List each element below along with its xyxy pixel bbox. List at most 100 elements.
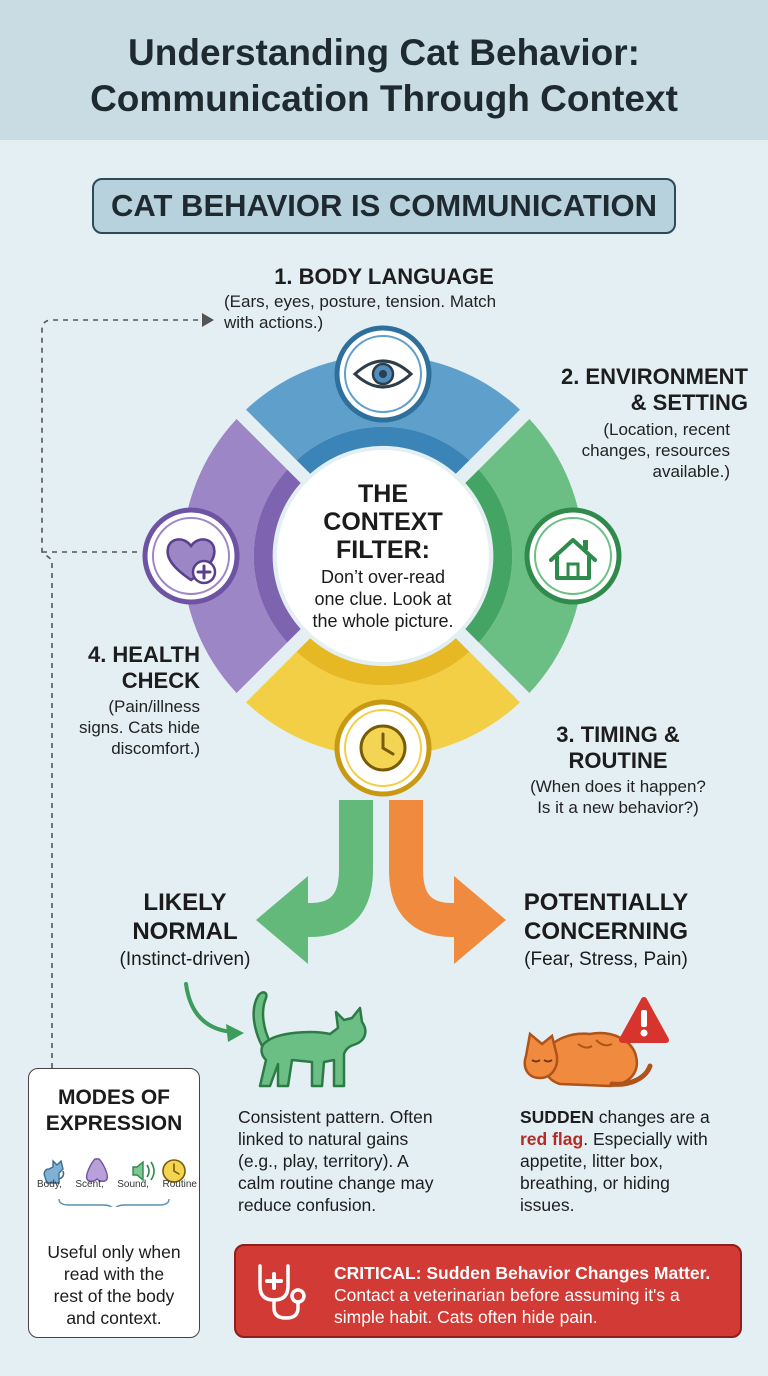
page-title-line-1: Understanding Cat Behavior: [128,32,640,73]
potentially-concerning-title-line-2: CONCERNING [523,918,688,945]
context-filter-title-line-2: CONTEXT [323,508,443,536]
warning-icon [619,997,669,1043]
potentially-concerning-text-line-5: issues. [520,1195,575,1215]
mode-label-body: Body, [37,1179,62,1190]
modes-labels: Body, Scent, Sound, Routine [37,1179,197,1191]
environment-desc-line-2: changes, resources [581,441,730,460]
critical-text: CRITICAL: Sudden Behavior Changes Matter… [334,1262,738,1328]
timing-title: 3. TIMING & ROUTINE [508,722,728,774]
likely-normal-text-line-2: linked to natural gains [238,1129,409,1149]
body-language-title: 1. BODY LANGUAGE [274,264,494,289]
mode-label-scent: Scent, [75,1179,104,1190]
arrow-likely-normal [300,800,373,937]
context-filter-title-line-3: FILTER: [336,536,430,564]
modes-text-line-3: rest of the body [53,1286,175,1306]
potentially-concerning-text-line-2: red flag. Especially with [520,1128,748,1150]
modes-brace [58,1198,170,1207]
mode-label-sound: Sound, [117,1179,149,1190]
health-check-title: 4. HEALTH CHECK [60,642,200,694]
likely-normal-subtitle: (Instinct-driven) [119,949,251,970]
context-filter-description: Don’t over-read one clue. Look at the wh… [283,566,483,632]
header: Understanding Cat Behavior: Communicatio… [0,0,768,140]
routine-clock-icon [162,1159,186,1183]
timing-title-line-2: ROUTINE [568,748,668,773]
page-title: Understanding Cat Behavior: Communicatio… [0,30,768,122]
modes-of-expression-card: MODES OF EXPRESSION Body, Scent, Sound, … [28,1068,200,1338]
house-icon [524,507,622,605]
arrow-potentially-concerning-head [454,876,506,964]
modes-icons [43,1158,186,1207]
health-check-desc-line-3: discomfort.) [111,739,200,758]
timing-desc-line-1: (When does it happen? [530,777,706,796]
health-check-label: 4. HEALTH CHECK (Pain/illness signs. Cat… [60,642,200,759]
timing-label: 3. TIMING & ROUTINE (When does it happen… [508,722,728,818]
relaxed-cat-icon [252,991,367,1088]
heart-plus-icon [142,507,240,605]
environment-desc-line-1: (Location, recent [603,420,730,439]
likely-normal-label: LIKELY NORMAL (Instinct-driven) [100,888,270,972]
modes-title-line-2: EXPRESSION [45,1112,183,1135]
sudden-emphasis: SUDDEN [520,1107,594,1127]
cat-icon [43,1159,65,1184]
curved-arrow [184,982,234,1034]
potentially-concerning-title: POTENTIALLY CONCERNING [496,888,716,946]
stethoscope-icon [258,1264,306,1320]
potentially-concerning-text-line-3: appetite, litter box, [520,1151,663,1171]
communication-banner: CAT BEHAVIOR IS COMMUNICATION [92,178,676,234]
health-check-title-line-2: CHECK [121,668,200,693]
clock-icon [334,699,432,797]
critical-text-line-1: Contact a veterinarian before assuming i… [334,1285,680,1305]
modes-title: MODES OF EXPRESSION [29,1085,199,1137]
context-filter-circle [277,450,489,662]
environment-title: 2. ENVIRONMENT & SETTING [530,364,748,416]
context-filter-title: THE CONTEXT FILTER: [283,480,483,564]
nose-icon [85,1158,109,1182]
critical-title: CRITICAL: Sudden Behavior Changes Matter… [334,1263,711,1283]
arrow-likely-normal-head [256,876,308,964]
environment-label: 2. ENVIRONMENT & SETTING (Location, rece… [530,364,748,482]
red-flag-emphasis: red flag [520,1129,584,1149]
potentially-concerning-text-rest-1: changes are a [593,1107,710,1127]
body-language-description: (Ears, eyes, posture, tension. Match wit… [224,291,544,333]
health-check-desc-line-2: signs. Cats hide [79,718,200,737]
mode-label-routine: Routine [162,1179,197,1190]
potentially-concerning-text-line-1: SUDDEN changes are a [520,1106,748,1128]
likely-normal-text-line-5: reduce confusion. [238,1195,377,1215]
eye-icon [334,325,432,423]
likely-normal-title-line-2: NORMAL [132,918,238,945]
health-check-desc-line-1: (Pain/illness [108,697,200,716]
likely-normal-text-line-4: calm routine change may [238,1173,434,1193]
potentially-concerning-description: SUDDEN changes are a red flag. Especiall… [520,1106,748,1216]
health-check-title-line-1: 4. HEALTH [87,642,200,667]
modes-text-line-2: read with the [63,1264,165,1284]
speaker-icon [132,1160,155,1182]
likely-normal-title-line-1: LIKELY [143,889,227,916]
modes-text-line-1: Useful only when [47,1242,181,1262]
body-language-label: 1. BODY LANGUAGE (Ears, eyes, posture, t… [224,264,544,333]
critical-callout: CRITICAL: Sudden Behavior Changes Matter… [234,1244,742,1338]
modes-text-line-4: and context. [66,1308,162,1328]
timing-title-line-1: 3. TIMING & [556,722,680,747]
environment-title-line-2: & SETTING [630,390,748,415]
context-filter-desc-line-3: the whole picture. [312,611,454,631]
timing-description: (When does it happen? Is it a new behavi… [508,776,728,818]
likely-normal-description: Consistent pattern. Often linked to natu… [238,1106,478,1216]
likely-normal-text-line-1: Consistent pattern. Often [238,1107,433,1127]
dashed-connector-arrowhead [202,313,214,327]
potentially-concerning-title-line-1: POTENTIALLY [523,889,689,916]
timing-desc-line-2: Is it a new behavior?) [537,798,699,817]
potentially-concerning-text-line-4: breathing, or hiding [520,1173,670,1193]
segment-body-band [296,426,470,474]
context-filter-title-line-1: THE [358,480,408,508]
potentially-concerning-subtitle: (Fear, Stress, Pain) [524,949,688,970]
likely-normal-title: LIKELY NORMAL [100,888,270,946]
body-language-desc-line-2: with actions.) [224,313,324,332]
environment-description: (Location, recent changes, resources ava… [530,419,748,482]
health-check-description: (Pain/illness signs. Cats hide discomfor… [60,696,200,759]
environment-desc-line-3: available.) [652,462,731,481]
modes-description: Useful only when read with the rest of t… [33,1241,195,1329]
segment-timing-band [296,638,470,686]
dashed-connector [41,319,206,1068]
hiding-cat-icon [523,1031,653,1088]
critical-text-line-2: simple habit. Cats often hide pain. [334,1307,598,1327]
